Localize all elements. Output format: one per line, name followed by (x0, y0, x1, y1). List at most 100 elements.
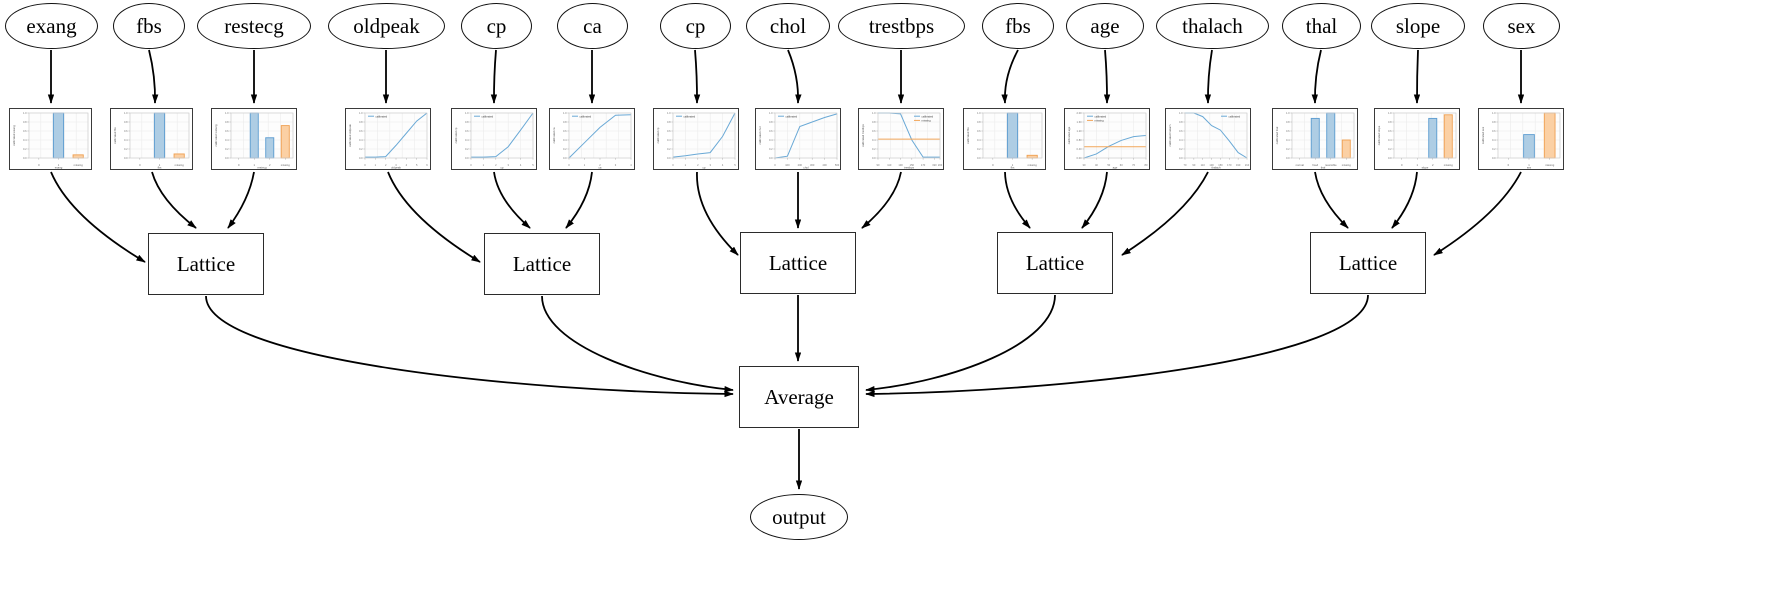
svg-text:0.6: 0.6 (1492, 129, 1496, 133)
input-node-thal[interactable]: thal (1282, 3, 1361, 49)
lattice-label: Lattice (768, 250, 828, 275)
svg-text:0.8: 0.8 (359, 120, 363, 124)
svg-text:60: 60 (1120, 163, 1123, 167)
input-node-cp-2[interactable]: cp (660, 3, 731, 49)
svg-text:fbs: fbs (1011, 166, 1015, 169)
input-node-cp-1[interactable]: cp (461, 3, 532, 49)
input-node-oldpeak[interactable]: oldpeak (328, 3, 445, 49)
svg-text:3: 3 (395, 163, 397, 167)
svg-text:1.0: 1.0 (872, 111, 876, 115)
svg-text:2: 2 (697, 163, 699, 167)
input-node-ca[interactable]: ca (557, 3, 628, 49)
svg-text:0.0: 0.0 (23, 156, 27, 160)
svg-text:0.4: 0.4 (1286, 138, 1290, 142)
lattice-node-2[interactable]: Lattice (740, 232, 856, 294)
input-node-fbs-2[interactable]: fbs (982, 3, 1054, 49)
svg-text:1.0: 1.0 (359, 111, 363, 115)
lattice-node-1[interactable]: Lattice (484, 233, 600, 295)
svg-text:0.6: 0.6 (1286, 129, 1290, 133)
svg-text:0.6: 0.6 (1388, 129, 1392, 133)
svg-text:0.40: 0.40 (1077, 147, 1083, 151)
lattice-label: Lattice (1338, 250, 1398, 275)
svg-text:0: 0 (38, 163, 40, 167)
svg-text:calibrated: calibrated (482, 114, 494, 118)
svg-text:2: 2 (495, 163, 497, 167)
svg-text:calibrated ca: calibrated ca (552, 127, 556, 143)
input-node-trestbps[interactable]: trestbps (838, 3, 965, 49)
svg-text:0.0: 0.0 (124, 156, 128, 160)
lattice-node-4[interactable]: Lattice (1310, 232, 1426, 294)
svg-text:0.6: 0.6 (563, 129, 567, 133)
input-node-slope[interactable]: slope (1371, 3, 1465, 49)
svg-text:calibrated sex: calibrated sex (1481, 126, 1485, 144)
svg-text:0: 0 (238, 163, 240, 167)
input-node-thalach[interactable]: thalach (1156, 3, 1269, 49)
svg-text:1.0: 1.0 (769, 111, 773, 115)
input-node-age[interactable]: age (1066, 3, 1144, 49)
svg-text:calibrated oldpeak: calibrated oldpeak (348, 124, 352, 147)
input-node-label: sex (1507, 13, 1536, 38)
svg-text:1.0: 1.0 (667, 111, 671, 115)
svg-text:0.2: 0.2 (769, 147, 773, 151)
svg-text:0: 0 (672, 163, 674, 167)
output-node[interactable]: output (750, 494, 848, 540)
svg-text:0.6: 0.6 (1179, 129, 1183, 133)
svg-text:0: 0 (1401, 163, 1403, 167)
svg-text:1: 1 (584, 163, 586, 167)
svg-text:90: 90 (1192, 163, 1195, 167)
svg-text:4: 4 (630, 163, 632, 167)
svg-text:normal: normal (1296, 163, 1305, 167)
input-node-label: cp (486, 13, 507, 38)
input-node-exang[interactable]: exang (5, 3, 98, 49)
svg-text:0.2: 0.2 (465, 147, 469, 151)
svg-text:130: 130 (1209, 163, 1214, 167)
output-label: output (772, 504, 826, 529)
svg-text:0.80: 0.80 (1077, 138, 1083, 142)
svg-text:0.0: 0.0 (1286, 156, 1290, 160)
svg-text:0.4: 0.4 (225, 138, 229, 142)
svg-text:calibrated cp: calibrated cp (454, 127, 458, 143)
svg-text:calibrated trestbps: calibrated trestbps (861, 123, 865, 146)
input-node-restecg[interactable]: restecg (197, 3, 311, 49)
svg-text:0.0: 0.0 (1179, 156, 1183, 160)
svg-text:0.0: 0.0 (872, 156, 876, 160)
svg-text:0.8: 0.8 (977, 120, 981, 124)
svg-text:0.8: 0.8 (124, 120, 128, 124)
svg-text:restecg: restecg (257, 166, 267, 169)
lattice-node-3[interactable]: Lattice (997, 232, 1113, 294)
svg-text:0.8: 0.8 (667, 120, 671, 124)
svg-text:0: 0 (470, 163, 472, 167)
svg-text:0.0: 0.0 (667, 156, 671, 160)
svg-text:1.0: 1.0 (563, 111, 567, 115)
input-node-fbs-1[interactable]: fbs (113, 3, 185, 49)
svg-text:missing: missing (1342, 163, 1352, 167)
lattice-node-0[interactable]: Lattice (148, 233, 264, 295)
input-node-label: fbs (136, 13, 162, 38)
svg-text:40: 40 (1095, 163, 1098, 167)
average-node[interactable]: Average (739, 366, 859, 428)
input-node-sex[interactable]: sex (1483, 3, 1560, 49)
svg-text:4: 4 (520, 163, 522, 167)
input-node-chol[interactable]: chol (746, 3, 830, 49)
svg-text:fixed: fixed (1312, 163, 1318, 167)
svg-text:0.0: 0.0 (563, 156, 567, 160)
svg-text:4: 4 (722, 163, 724, 167)
svg-text:70: 70 (1184, 163, 1187, 167)
svg-text:0: 0 (139, 163, 141, 167)
